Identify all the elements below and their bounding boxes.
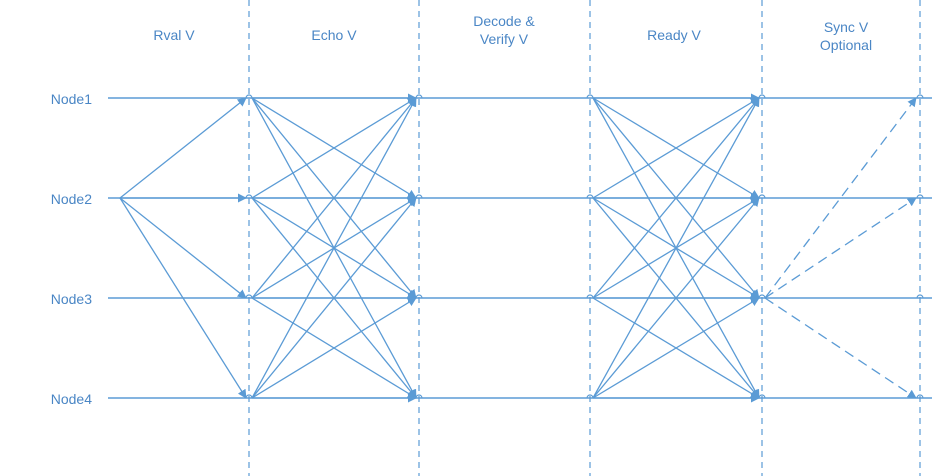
timeline-hop bbox=[586, 94, 594, 99]
ready-arrow-4-to-2 bbox=[592, 197, 760, 399]
timeline-hop bbox=[245, 94, 253, 99]
phase-decode-line2: Verify V bbox=[479, 31, 529, 47]
ready-arrow-3-to-1 bbox=[592, 97, 760, 299]
sync-arrow-to-node2 bbox=[764, 197, 917, 299]
echo-arrow-3-to-1 bbox=[251, 97, 417, 299]
sync-arrow-to-node4 bbox=[764, 297, 917, 399]
ready-arrow-2-to-1 bbox=[592, 97, 760, 199]
phase-echo-line1: Echo V bbox=[311, 27, 357, 43]
phase-label-ready: Ready V bbox=[604, 26, 744, 44]
phase-label-sync: Sync V Optional bbox=[776, 18, 916, 54]
node-label-2: Node2 bbox=[50, 191, 92, 207]
phase-rval-line1: Rval V bbox=[153, 27, 195, 43]
phase-sync-line2: Optional bbox=[819, 37, 873, 53]
sync-arrow-to-node1 bbox=[764, 97, 917, 299]
phase-decode-line1: Decode & bbox=[473, 13, 535, 29]
message-arrows bbox=[119, 93, 917, 403]
echo-arrow-4-to-1 bbox=[251, 97, 417, 399]
ready-arrow-4-to-1 bbox=[592, 97, 760, 399]
phase-ready-line1: Ready V bbox=[647, 27, 701, 43]
echo-arrow-2-to-1 bbox=[251, 97, 417, 199]
rval-arrow-to-node3 bbox=[119, 197, 247, 299]
node-label-3: Node3 bbox=[50, 291, 92, 307]
ready-arrow-4-to-3 bbox=[592, 297, 760, 399]
phase-label-rval: Rval V bbox=[104, 26, 244, 44]
timeline-hop bbox=[916, 94, 924, 99]
phase-sync-line1: Sync V bbox=[823, 19, 869, 35]
rval-arrow-to-node4 bbox=[119, 197, 247, 399]
timeline-hop bbox=[916, 394, 924, 399]
timeline-hop bbox=[916, 294, 924, 299]
node-label-4: Node4 bbox=[50, 391, 92, 407]
node-label-1: Node1 bbox=[50, 91, 92, 107]
rval-arrow-to-node1 bbox=[119, 97, 247, 199]
phase-label-echo: Echo V bbox=[264, 26, 404, 44]
node-timelines bbox=[108, 94, 932, 399]
phase-label-decode: Decode & Verify V bbox=[434, 12, 574, 48]
phase-boundaries bbox=[248, 0, 921, 476]
echo-arrow-4-to-3 bbox=[251, 297, 417, 399]
echo-arrow-4-to-2 bbox=[251, 197, 417, 399]
timeline-hop bbox=[916, 194, 924, 199]
